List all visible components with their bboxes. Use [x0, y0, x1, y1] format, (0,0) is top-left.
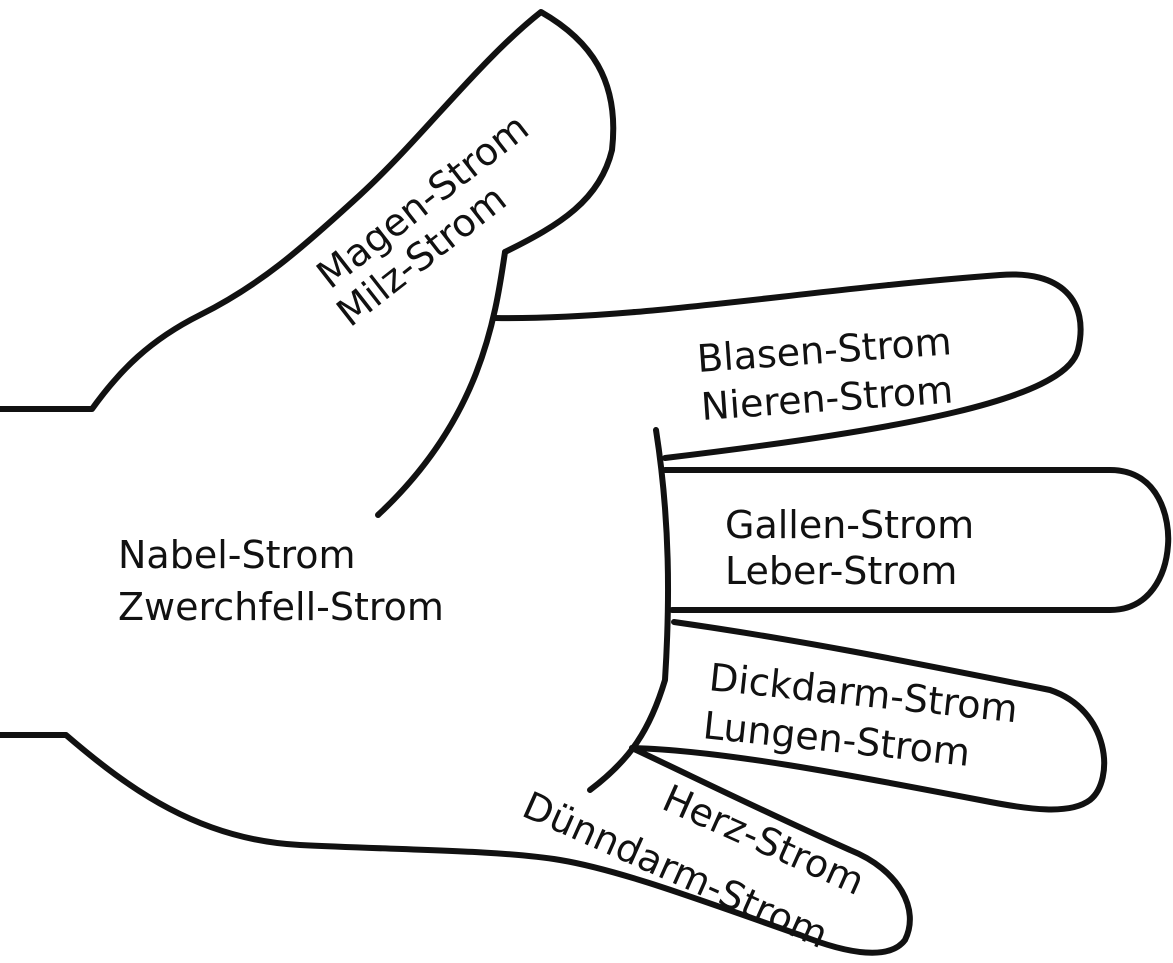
- middle-finger-outline: [662, 467, 1172, 613]
- thumb-crease: [375, 249, 508, 518]
- label-leber-strom: Leber-Strom: [725, 549, 957, 593]
- palm-edge: [587, 427, 672, 793]
- ring-finger-outline: [629, 619, 1108, 813]
- thumb-outline: [0, 9, 617, 412]
- index-finger-outline: [492, 271, 1084, 461]
- label-nabel-strom: Nabel-Strom: [118, 533, 356, 577]
- label-zwerchfell-strom: Zwerchfell-Strom: [118, 585, 444, 629]
- label-gallen-strom: Gallen-Strom: [725, 503, 974, 547]
- little-finger-outline: [0, 732, 913, 956]
